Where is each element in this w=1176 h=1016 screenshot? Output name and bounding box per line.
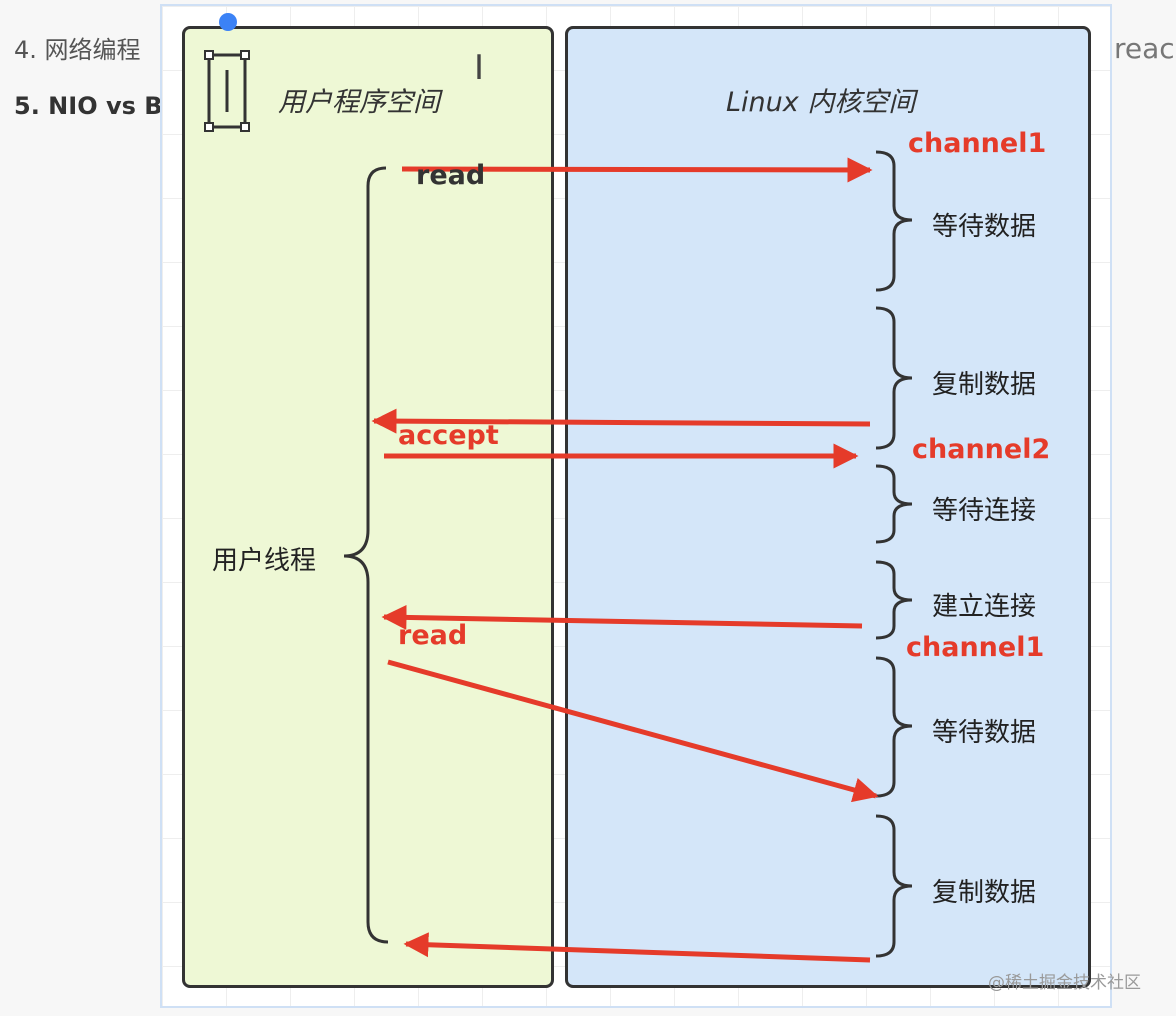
brace-establish-connect — [875, 560, 913, 640]
phase-copy-data-1: 复制数据 — [932, 370, 1037, 400]
resize-handle-bottom-left[interactable] — [204, 122, 214, 132]
arrow-read-call — [401, 157, 873, 183]
channel1-label-top: channel1 — [908, 128, 1047, 159]
selection-rotate-handle[interactable] — [219, 13, 237, 31]
channel1-label-bottom: channel1 — [906, 632, 1045, 663]
user-thread-brace — [343, 166, 389, 944]
arrow-read2-return — [403, 932, 871, 963]
selected-shape-outline — [207, 53, 247, 129]
brace-wait-data-1 — [875, 150, 913, 292]
resize-handle-bottom-right[interactable] — [240, 122, 250, 132]
brace-copy-data-1 — [875, 306, 913, 450]
arrow-read-return — [371, 408, 871, 434]
brace-copy-data-2 — [875, 814, 913, 958]
phase-wait-connect: 等待连接 — [932, 496, 1037, 526]
phase-wait-data-1: 等待数据 — [932, 212, 1037, 242]
resize-handle-top-left[interactable] — [204, 50, 214, 60]
channel2-label: channel2 — [912, 434, 1051, 465]
vertical-bar-shape-icon[interactable] — [204, 50, 250, 132]
phase-copy-data-2: 复制数据 — [932, 878, 1037, 908]
user-space-title: 用户程序空间 — [278, 87, 440, 118]
watermark: @稀土掘金技术社区 — [988, 973, 1141, 993]
brace-wait-data-2 — [875, 656, 913, 798]
phase-establish-connect: 建立连接 — [932, 592, 1037, 622]
arrow-accept-return — [381, 604, 863, 630]
kernel-space-panel[interactable] — [565, 26, 1091, 988]
outline-item-nio-vs-bio[interactable]: 5. NIO vs B — [14, 92, 163, 120]
clipped-right-text: reac — [1114, 32, 1175, 65]
phase-wait-data-2: 等待数据 — [932, 718, 1037, 748]
read-call-label-2: read — [398, 620, 468, 651]
user-thread-label: 用户线程 — [212, 546, 317, 576]
accept-call-label: accept — [398, 420, 499, 451]
resize-handle-top-right[interactable] — [240, 50, 250, 60]
kernel-space-title: Linux 内核空间 — [726, 87, 916, 118]
i-beam-cursor-icon: I — [474, 48, 485, 88]
brace-wait-connect — [875, 464, 913, 544]
arrow-read2-call — [387, 659, 879, 803]
outline-item-network-programming[interactable]: 4. 网络编程 — [14, 36, 141, 64]
read-call-label: read — [416, 160, 486, 191]
